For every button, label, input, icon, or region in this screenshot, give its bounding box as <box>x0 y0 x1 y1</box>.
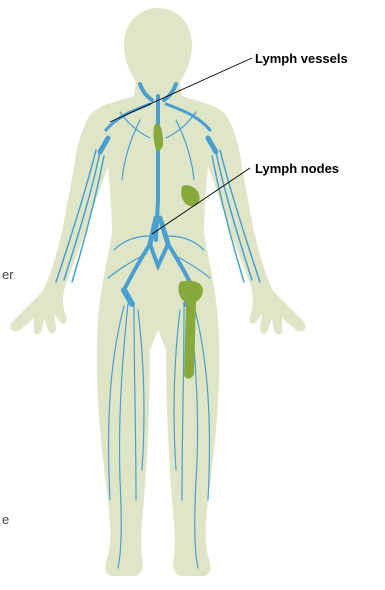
body-silhouette <box>10 8 305 576</box>
body-outline <box>10 8 305 576</box>
lymph-nodes-label: Lymph nodes <box>255 161 339 176</box>
lymph-vessels-label: Lymph vessels <box>255 51 348 66</box>
edge-text-fragment-upper: er <box>2 267 14 282</box>
edge-text-fragment-lower: e <box>2 512 9 527</box>
